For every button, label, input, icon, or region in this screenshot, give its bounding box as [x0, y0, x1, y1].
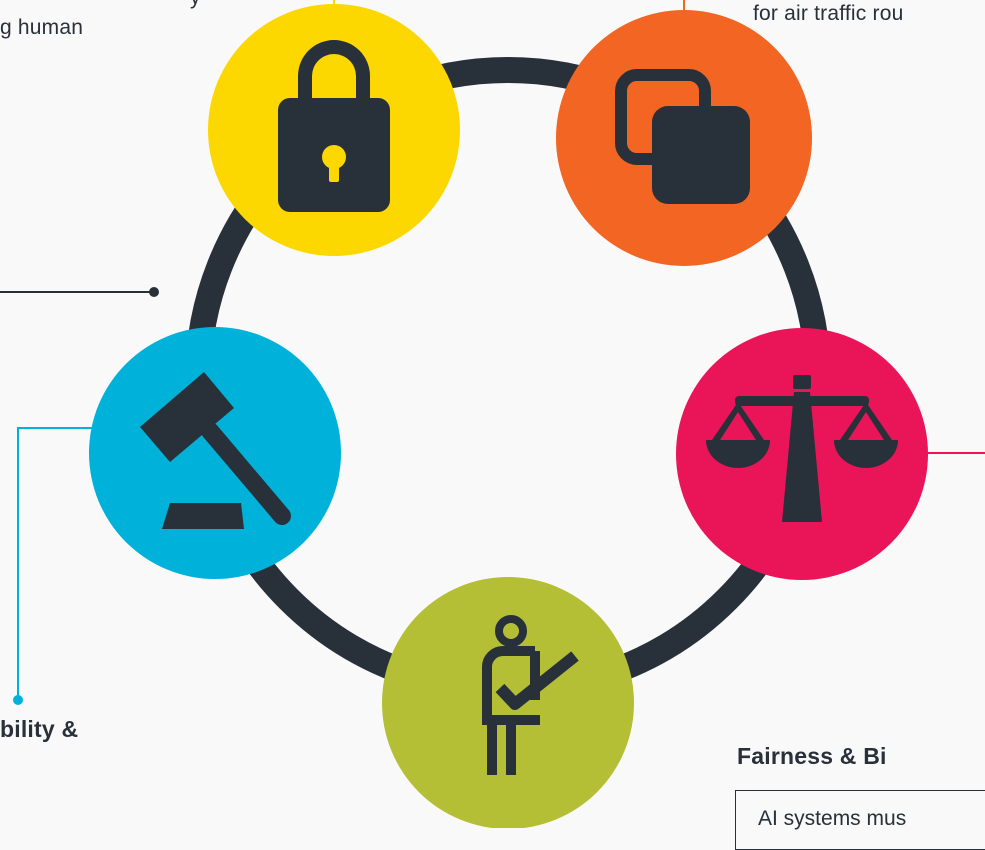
security-node — [208, 4, 460, 256]
top-left-text-line-2: g human — [0, 16, 84, 39]
overlapping-squares-icon — [615, 69, 750, 204]
accountability-node — [89, 327, 341, 579]
fairness-node — [676, 328, 928, 580]
left-connector-dot — [149, 287, 159, 297]
transparency-node — [556, 10, 812, 266]
top-left-text-line-1: y — [190, 0, 201, 10]
fairness-description-box: AI systems mus — [735, 790, 985, 850]
transparency-description-fragment: for air traffic rou — [753, 2, 904, 25]
accountability-connector-line — [17, 427, 92, 700]
accountability-connector-dot — [13, 695, 23, 705]
person-check-icon — [482, 615, 579, 775]
balance-scale-icon — [706, 375, 898, 522]
accountability-circle — [89, 327, 341, 579]
fairness-heading: Fairness & Bi — [737, 743, 887, 769]
human-oversight-node — [382, 577, 634, 828]
connector-lines — [0, 0, 985, 705]
ethics-cycle-diagram — [0, 0, 985, 828]
accountability-heading: bility & — [0, 716, 79, 742]
fairness-description: AI systems mus — [758, 807, 907, 830]
gavel-icon — [140, 372, 291, 529]
